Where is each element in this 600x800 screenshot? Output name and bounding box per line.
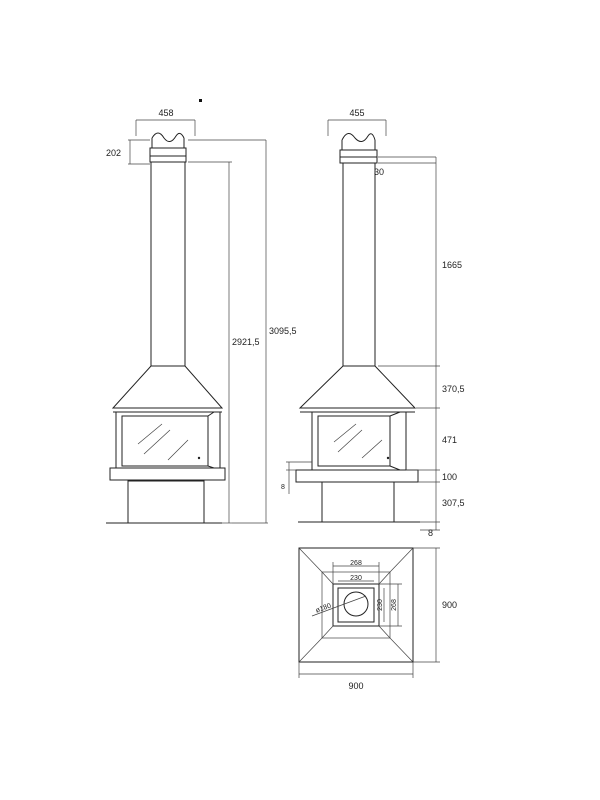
side-top-gap-label: 30 [374,167,384,177]
front-view: 458 202 [106,108,297,524]
side-glass-height-label: 471 [442,435,457,445]
side-small-label: 8 [281,484,285,491]
marker-dot [199,99,202,102]
side-chimney-height-label: 1665 [442,260,462,270]
plan-outer-square-label: 268 [350,560,362,567]
side-floor-gap-label: 8 [428,528,433,538]
plan-inner-square-label: 230 [350,575,362,582]
plan-flue-diameter-label: ø180 [315,603,332,615]
plan-view: 268 230 230 268 ø180 900 900 [298,547,457,691]
plan-depth-label: 900 [442,600,457,610]
plan-inner-square-v-label: 230 [377,599,384,611]
plan-outer-square-v-label: 268 [391,599,398,611]
front-width-label: 458 [158,108,173,118]
front-flue-height-label: 2921,5 [232,337,260,347]
side-base-plate-label: 100 [442,472,457,482]
front-cap-height-label: 202 [106,148,121,158]
side-width-label: 455 [349,108,364,118]
plan-width-label: 900 [348,681,363,691]
side-hood-height-label: 370,5 [442,384,465,394]
front-total-height-label: 3095,5 [269,326,297,336]
side-view: 455 30 8 [281,108,465,538]
side-pedestal-height-label: 307,5 [442,498,465,508]
